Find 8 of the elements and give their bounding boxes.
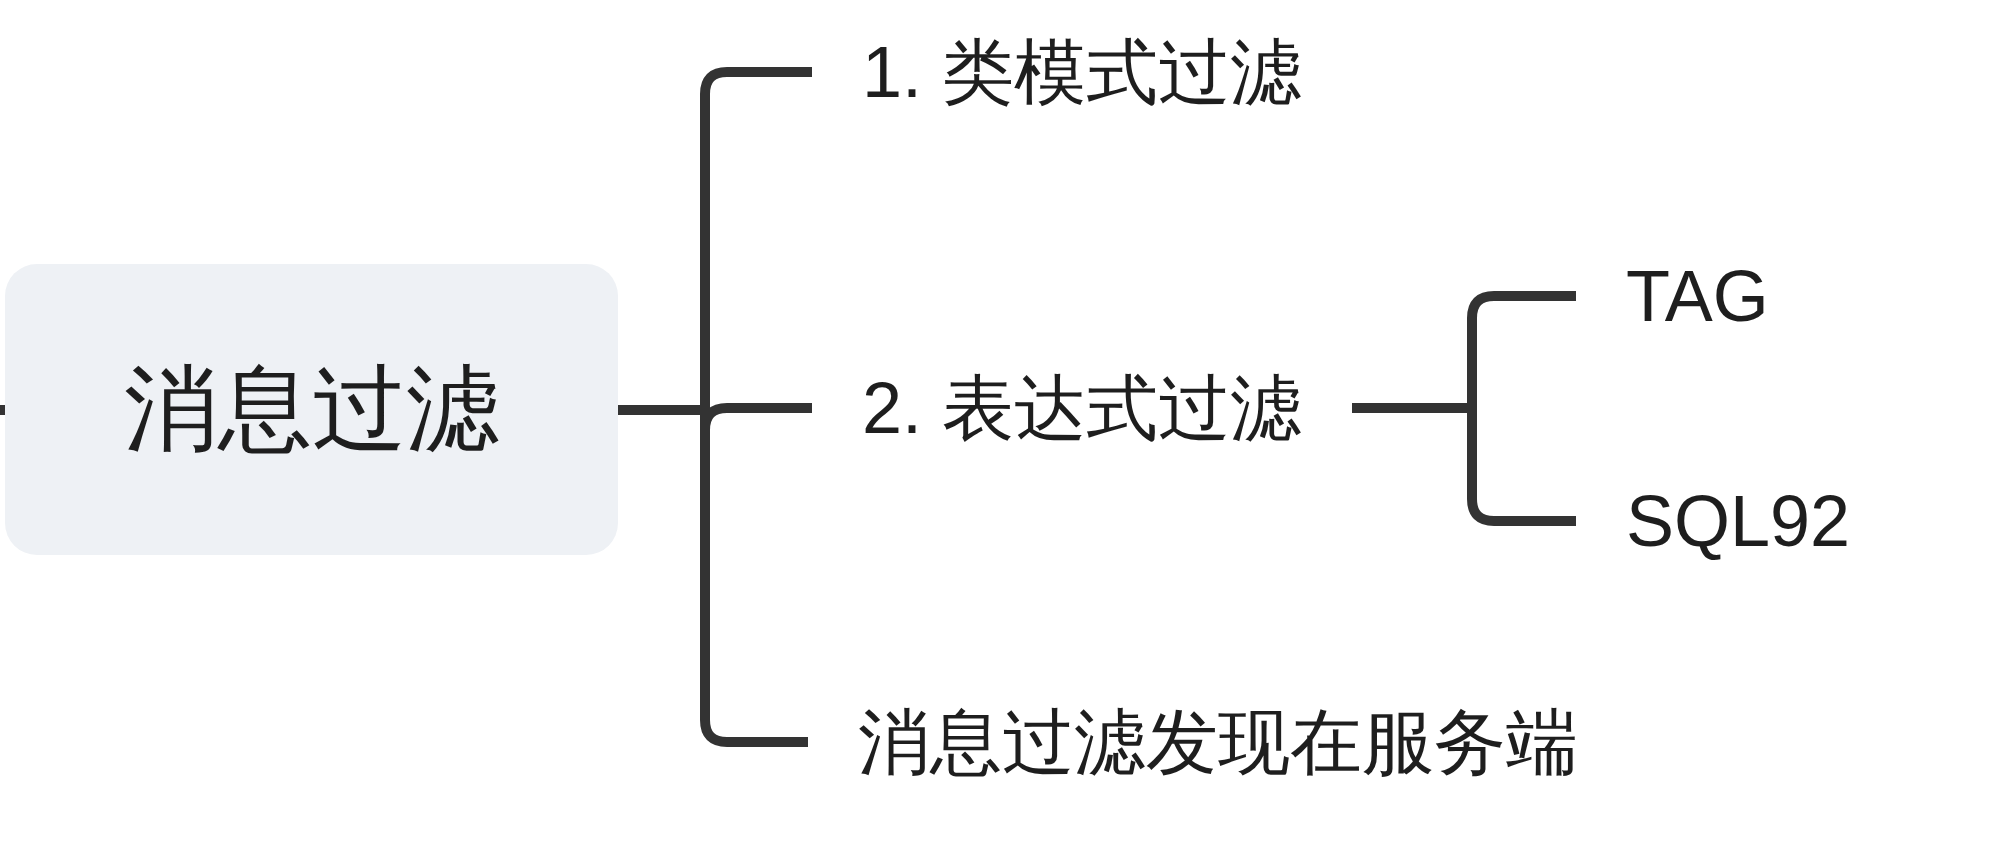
connector-line: [1352, 403, 1576, 526]
subtopic-text: SQL92: [1576, 478, 1901, 564]
subtopic-text: TAG: [1576, 253, 1819, 339]
subtopic-text: 1. 类模式过滤: [812, 29, 1353, 115]
subtopic-text: 2. 表达式过滤: [812, 365, 1353, 451]
subtopic-text: 消息过滤发现在服务端: [808, 699, 1628, 785]
topic-box: 消息过滤: [5, 264, 618, 555]
connector-line: [0, 405, 5, 415]
